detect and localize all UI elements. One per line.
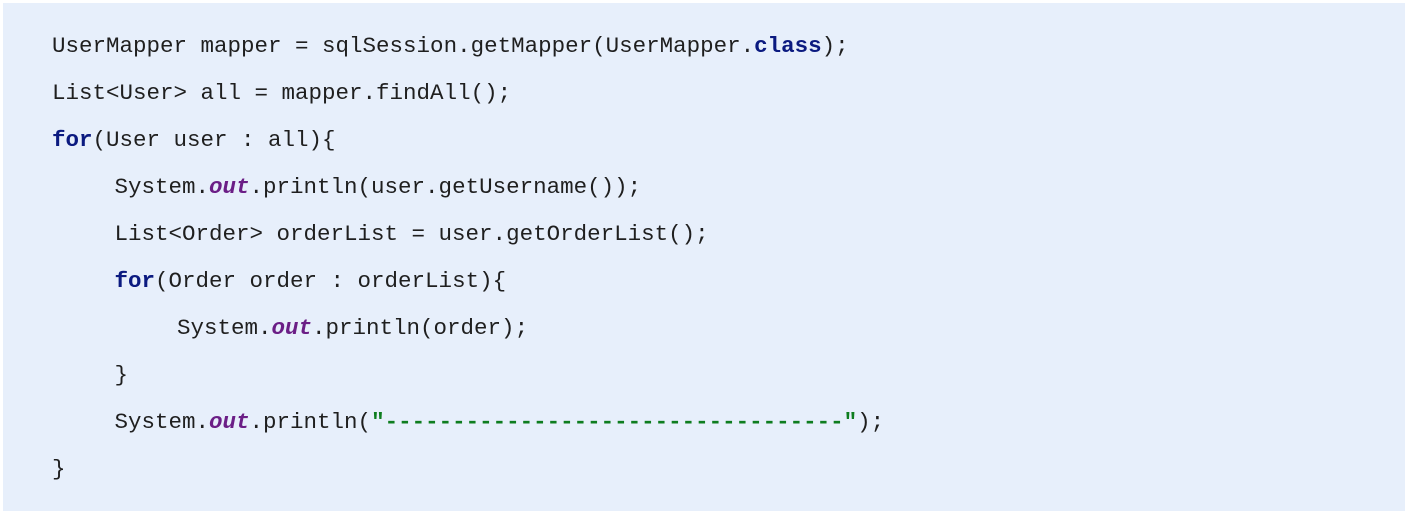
code-line: for(User user : all){ <box>52 123 336 157</box>
code-line: List<Order> orderList = user.getOrderLis… <box>115 217 709 251</box>
code-token-field: out <box>209 409 250 435</box>
code-token-plain: .println(user.getUsername()); <box>249 174 642 200</box>
code-token-plain: System. <box>177 315 272 341</box>
code-line: } <box>52 452 66 486</box>
code-token-plain: List<User> all = mapper.findAll(); <box>52 80 512 106</box>
code-token-plain: System. <box>114 174 210 200</box>
code-token-plain: (User user : all){ <box>92 127 336 153</box>
code-token-field: out <box>209 174 250 200</box>
code-line: List<User> all = mapper.findAll(); <box>52 76 511 110</box>
code-line: } <box>115 358 129 392</box>
code-token-plain: ); <box>857 409 885 435</box>
code-token-plain: } <box>114 362 129 388</box>
code-token-plain: ); <box>821 33 849 59</box>
code-token-plain: System. <box>114 409 210 435</box>
code-token-plain: .println(order); <box>312 315 529 341</box>
code-token-plain: (Order order : orderList){ <box>155 268 507 294</box>
code-line: System.out.println(user.getUsername()); <box>115 170 642 204</box>
code-token-plain: .println( <box>249 409 372 435</box>
code-block: UserMapper mapper = sqlSession.getMapper… <box>3 3 1405 511</box>
code-token-string: "----------------------------------" <box>371 409 858 435</box>
code-line: System.out.println(order); <box>177 311 528 345</box>
code-token-plain: } <box>52 456 66 482</box>
code-line: UserMapper mapper = sqlSession.getMapper… <box>52 29 849 63</box>
code-line: System.out.println("--------------------… <box>115 405 885 439</box>
code-token-plain: UserMapper mapper = sqlSession.getMapper… <box>52 33 755 59</box>
code-token-field: out <box>271 315 313 341</box>
code-token-keyword: for <box>52 127 93 153</box>
code-token-plain: List<Order> orderList = user.getOrderLis… <box>114 221 709 247</box>
code-line: for(Order order : orderList){ <box>115 264 507 298</box>
code-token-keyword: for <box>114 268 156 294</box>
code-token-keyword: class <box>754 33 822 59</box>
